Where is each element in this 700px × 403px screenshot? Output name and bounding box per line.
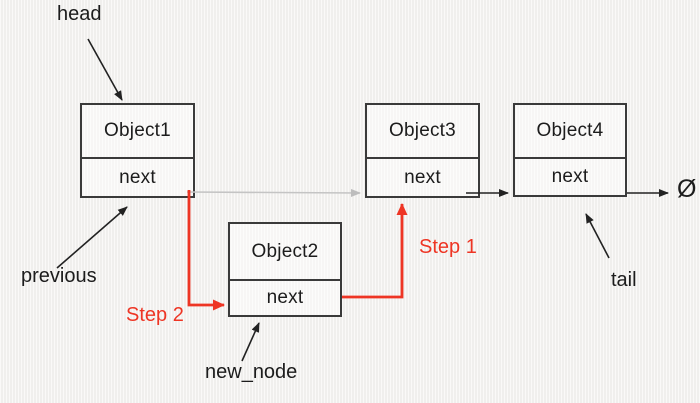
- step2-arrow: [187, 190, 225, 311]
- node-object4-title: Object4: [536, 120, 604, 141]
- node-object3: Object3 next: [365, 103, 480, 198]
- head-arrow: [87, 38, 123, 101]
- head-label: head: [57, 3, 102, 25]
- node-object2: Object2 next: [228, 222, 342, 317]
- tail-arrow: [585, 213, 610, 259]
- step1-label: Step 1: [419, 236, 477, 258]
- node-object2-next-field: next: [230, 279, 340, 315]
- old-link-arrow: [186, 188, 361, 197]
- node-object4-next-field: next: [515, 157, 625, 195]
- null-symbol: Ø: [677, 175, 697, 203]
- new-node-label: new_node: [205, 361, 298, 383]
- node-object1: Object1 next: [80, 103, 195, 198]
- previous-arrow: [56, 206, 128, 269]
- node-object3-title: Object3: [389, 120, 456, 141]
- step1-arrow: [342, 203, 408, 299]
- node-object3-next-field: next: [367, 157, 478, 196]
- node-object1-title: Object1: [104, 120, 171, 141]
- new-node-arrow: [241, 322, 260, 362]
- node-object4: Object4 next: [513, 103, 627, 197]
- node-object2-title: Object2: [251, 240, 319, 262]
- step2-label: Step 2: [126, 304, 184, 326]
- node-object1-next-field: next: [82, 157, 193, 196]
- tail-label: tail: [611, 269, 637, 291]
- previous-label: previous: [21, 265, 97, 287]
